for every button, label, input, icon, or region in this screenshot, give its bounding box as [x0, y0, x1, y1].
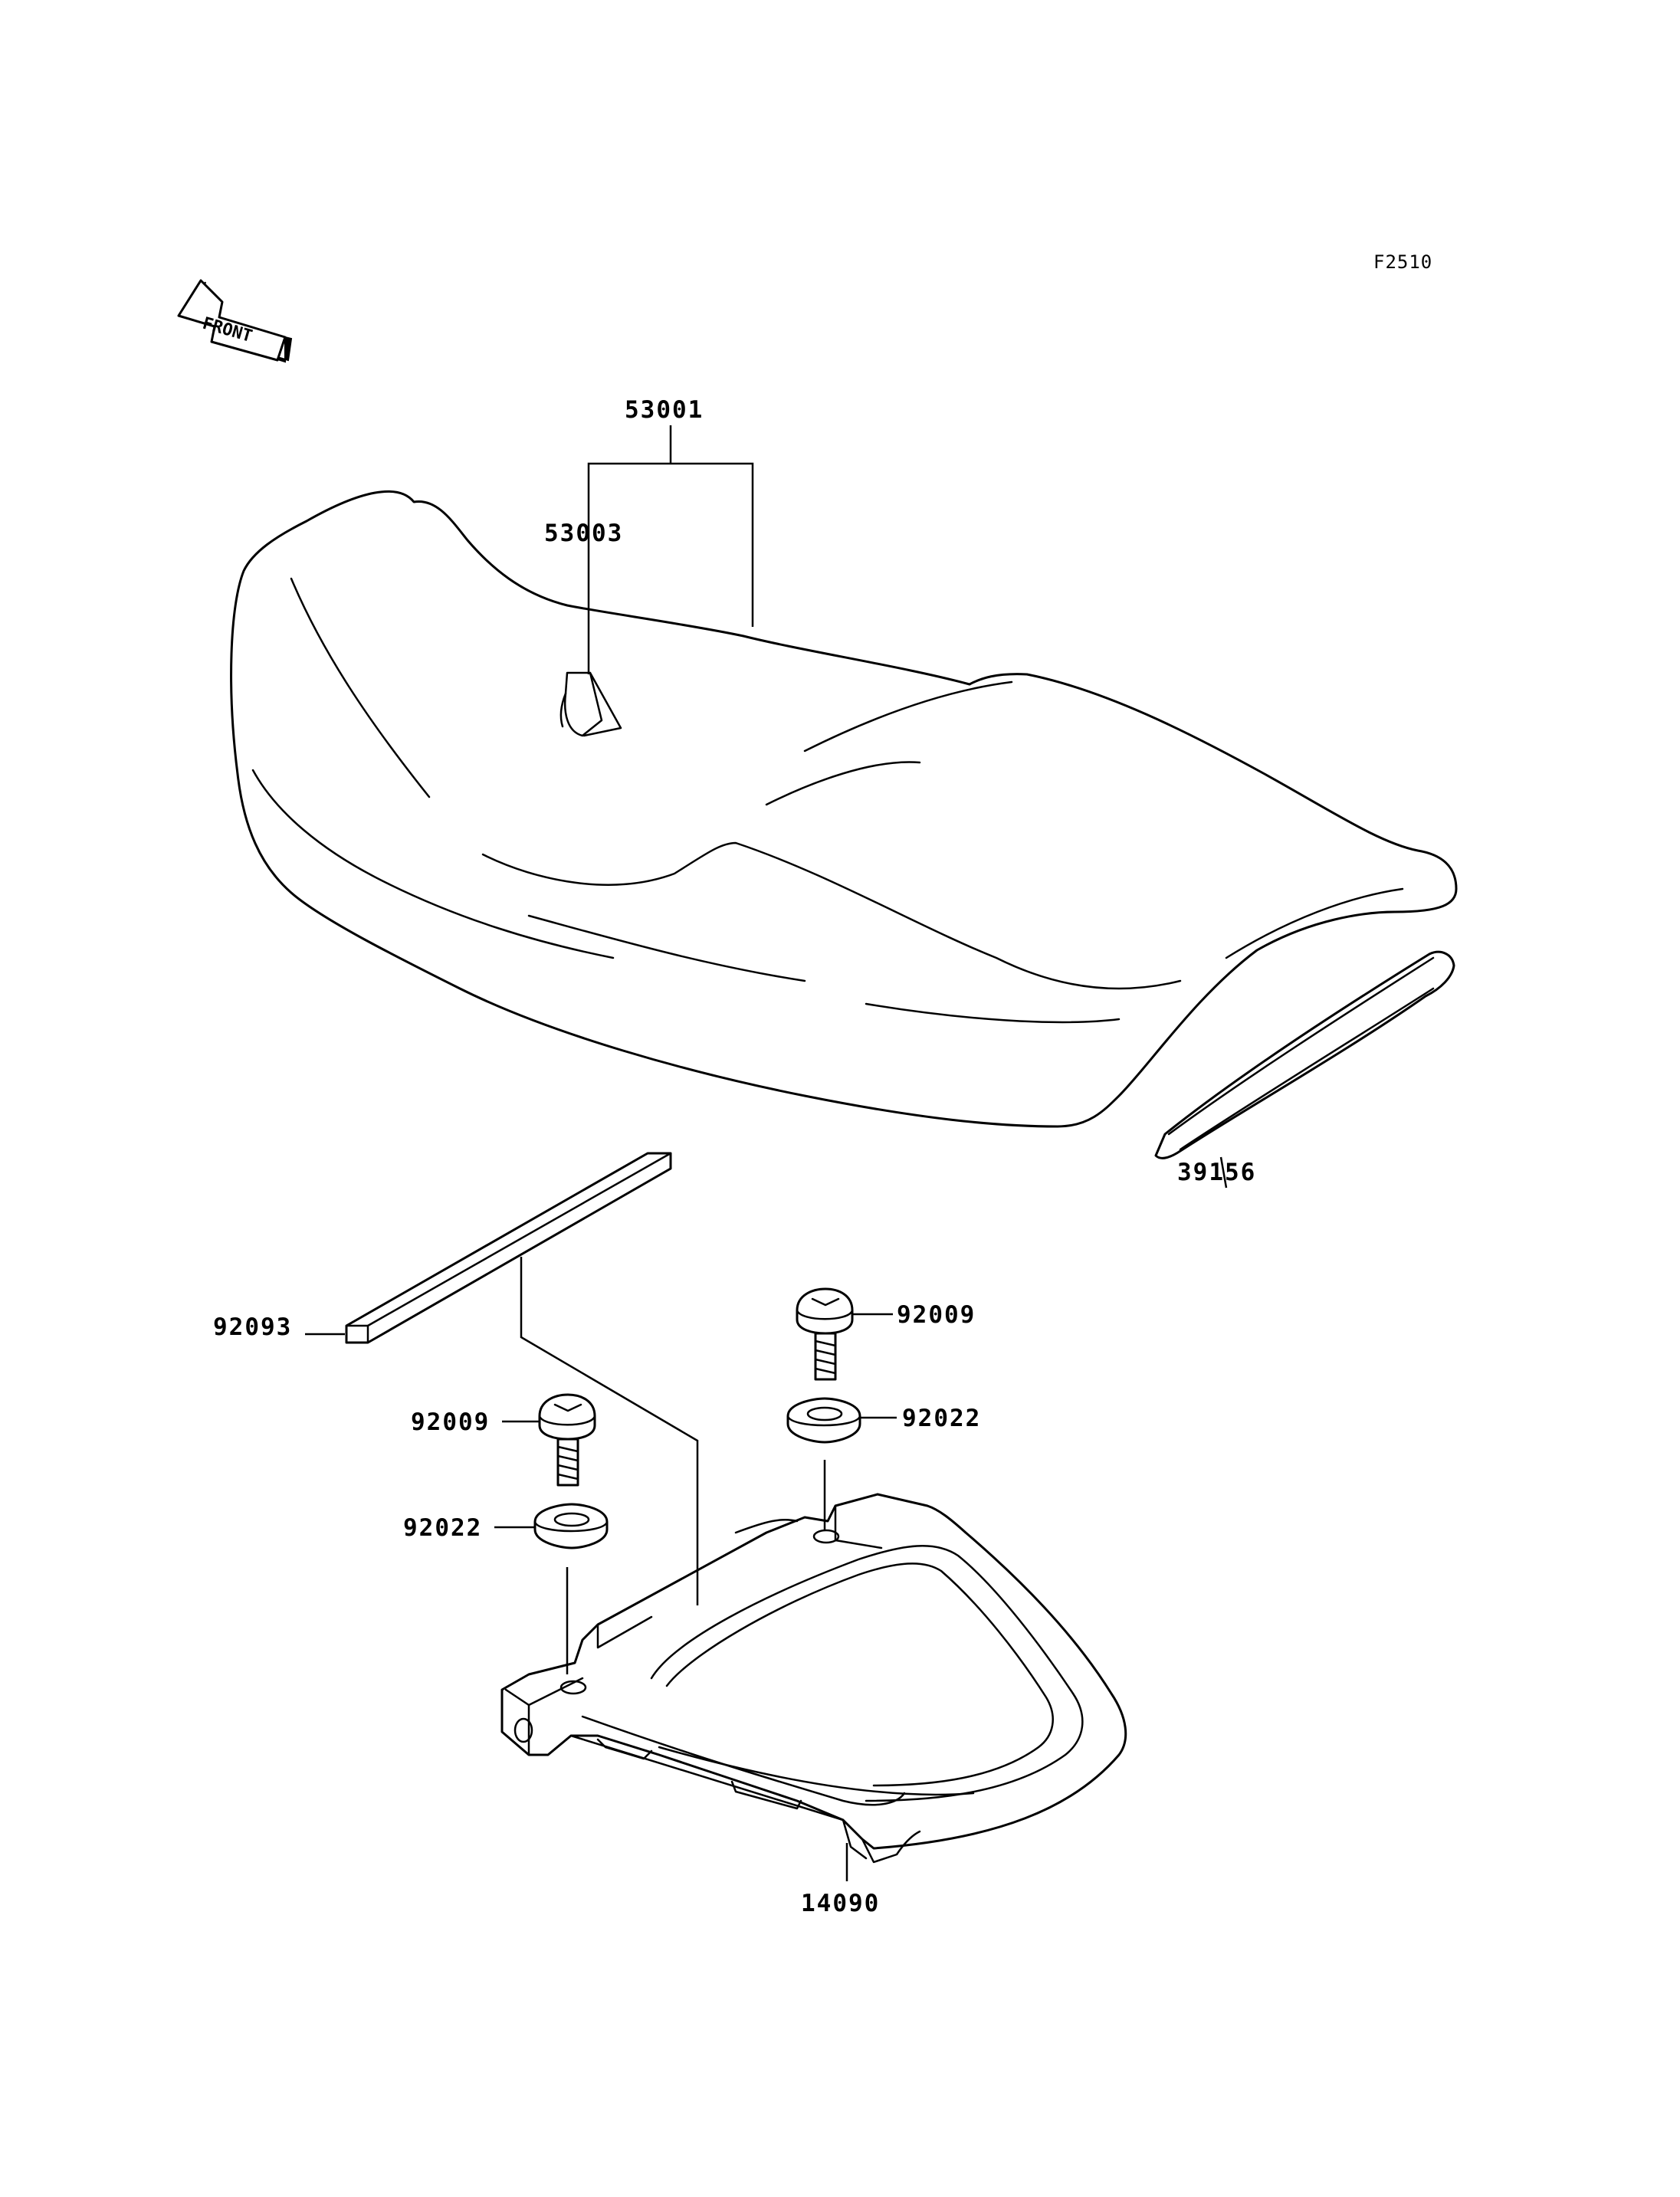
bolt-left-drawing: [538, 1393, 596, 1487]
label-92022-right: 92022: [902, 1405, 981, 1432]
front-arrow-icon: FRONT: [177, 279, 293, 363]
washer-left-drawing: [533, 1503, 609, 1549]
seat-pad-drawing: [1154, 950, 1455, 1159]
label-92022-left: 92022: [403, 1514, 482, 1542]
label-92009-right: 92009: [897, 1301, 976, 1329]
figure-code: F2510: [1373, 251, 1432, 273]
label-92009-left: 92009: [411, 1408, 490, 1436]
label-39156: 39156: [1177, 1159, 1256, 1186]
bolt-right-drawing: [796, 1287, 854, 1381]
label-53003: 53003: [544, 520, 623, 547]
washer-right-drawing: [786, 1397, 861, 1444]
seat-base-drawing: [500, 1493, 1127, 1864]
label-53001: 53001: [625, 396, 704, 424]
label-14090: 14090: [801, 1890, 880, 1917]
leader-lines: [305, 425, 1228, 1881]
seat-assembly-drawing: [230, 490, 1458, 1128]
seat-strip-drawing: [345, 1152, 672, 1344]
label-92093: 92093: [213, 1313, 292, 1341]
